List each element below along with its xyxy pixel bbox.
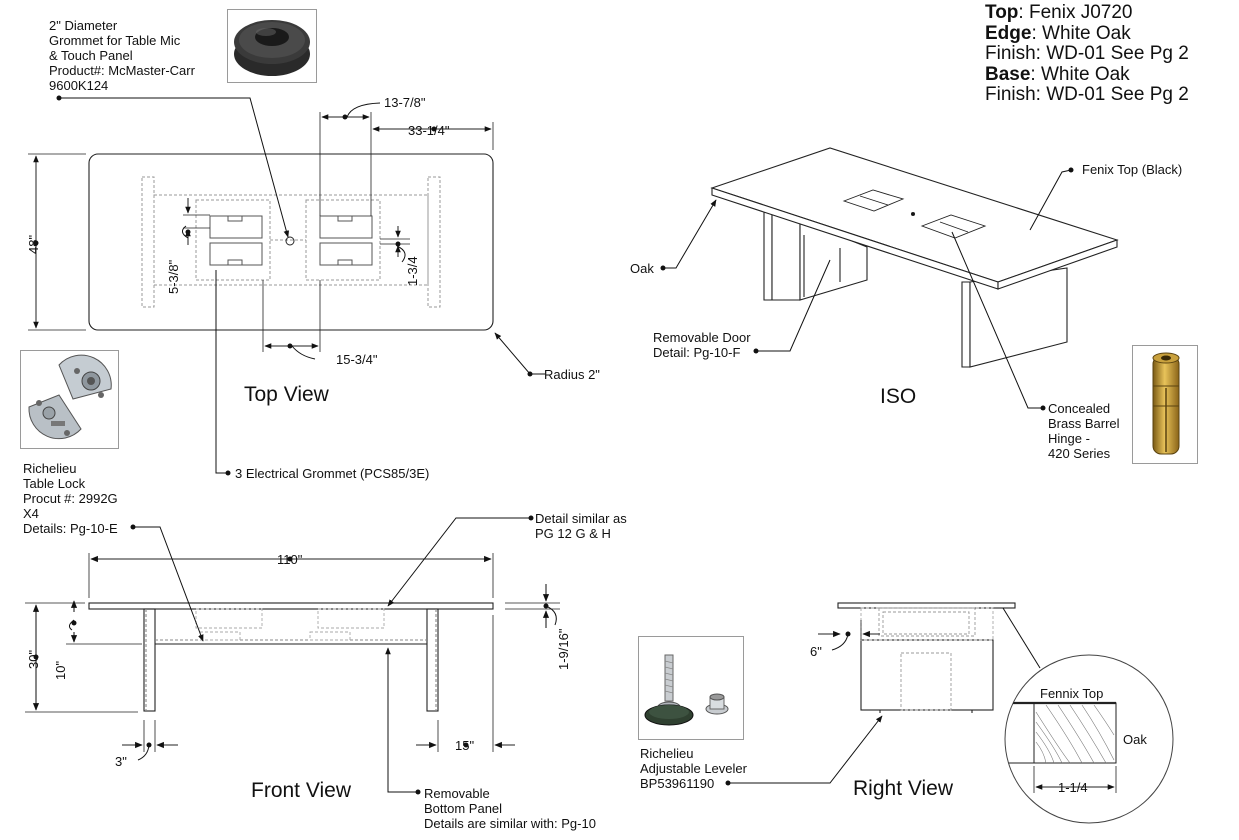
spec-base: Base: White Oak	[985, 63, 1130, 85]
grommet-photo-icon	[227, 9, 317, 83]
fenix-top-callout: Fenix Top (Black)	[1082, 162, 1183, 177]
dimension-labels: 13-7/8" 33-1/4" 48" 5-3/8" 1-3/4 15-3/4"…	[26, 95, 1088, 795]
spec-edge-finish: Finish: WD-01 See Pg 2	[985, 43, 1189, 64]
iso-view-title: ISO	[880, 385, 917, 408]
top-view	[28, 112, 494, 352]
dim-1-1-4: 1-1/4	[1058, 780, 1088, 795]
fennix-top-detail-label: Fennix Top	[1040, 686, 1104, 701]
electrical-grommet-right	[319, 215, 373, 266]
mic-grommet-hole	[285, 236, 295, 246]
dim-5-3-8: 5-3/8"	[166, 259, 181, 294]
dim-13-7-8: 13-7/8"	[384, 95, 426, 110]
leveler-photo-icon	[638, 636, 744, 740]
radius-callout: Radius 2"	[544, 367, 600, 382]
removable-door-callout: Removable Door Detail: Pg-10-F	[653, 330, 751, 360]
dim-15-3-4: 15-3/4"	[336, 352, 378, 367]
table-top-outline	[88, 153, 494, 331]
front-view	[25, 553, 560, 752]
dim-1-3-4: 1-3/4	[405, 256, 420, 286]
dim-10: 10"	[53, 661, 68, 680]
spec-top: Top: Fenix J0720	[985, 2, 1133, 23]
dim-3: 3"	[115, 754, 127, 769]
dim-48: 48"	[26, 235, 41, 254]
right-view	[818, 602, 1016, 713]
spec-edge: Edge: White Oak	[985, 22, 1131, 44]
iso-view	[710, 147, 1119, 368]
right-view-title: Right View	[853, 777, 953, 800]
front-tabletop	[88, 602, 494, 610]
front-view-title: Front View	[251, 779, 351, 802]
electrical-grommet-callout: 3 Electrical Grommet (PCS85/3E)	[235, 466, 430, 481]
dim-6: 6"	[810, 644, 822, 659]
oak-detail-label: Oak	[1123, 732, 1147, 747]
dim-1-9-16: 1-9/16"	[556, 628, 571, 670]
top-view-title: Top View	[244, 383, 329, 406]
top-view-leaders	[59, 97, 545, 474]
barrel-hinge-callout: Concealed Brass Barrel Hinge - 420 Serie…	[1048, 401, 1120, 461]
barrel-hinge-photo-icon	[1132, 345, 1198, 464]
iso-leaders	[663, 169, 1072, 409]
table-lock-callout: Richelieu Table Lock Procut #: 2992G X4 …	[23, 461, 118, 536]
detail-similar-callout: Detail similar as PG 12 G & H	[535, 511, 627, 541]
spec-base-finish: Finish: WD-01 See Pg 2	[985, 84, 1189, 105]
dim-30: 30"	[26, 650, 41, 669]
bottom-panel-callout: Removable Bottom Panel Details are simil…	[424, 786, 596, 831]
grommet-callout: 2" Diameter Grommet for Table Mic & Touc…	[49, 18, 195, 93]
oak-callout: Oak	[630, 261, 654, 276]
edge-detail-circle	[1004, 654, 1174, 824]
leveler-callout: Richelieu Adjustable Leveler BP53961190	[640, 746, 747, 791]
dim-33-1-4: 33-1/4"	[408, 123, 450, 138]
dim-110: 110"	[277, 552, 303, 567]
dim-15: 15"	[455, 738, 474, 753]
electrical-grommet-left	[209, 215, 263, 266]
table-lock-photo-icon	[20, 350, 119, 449]
